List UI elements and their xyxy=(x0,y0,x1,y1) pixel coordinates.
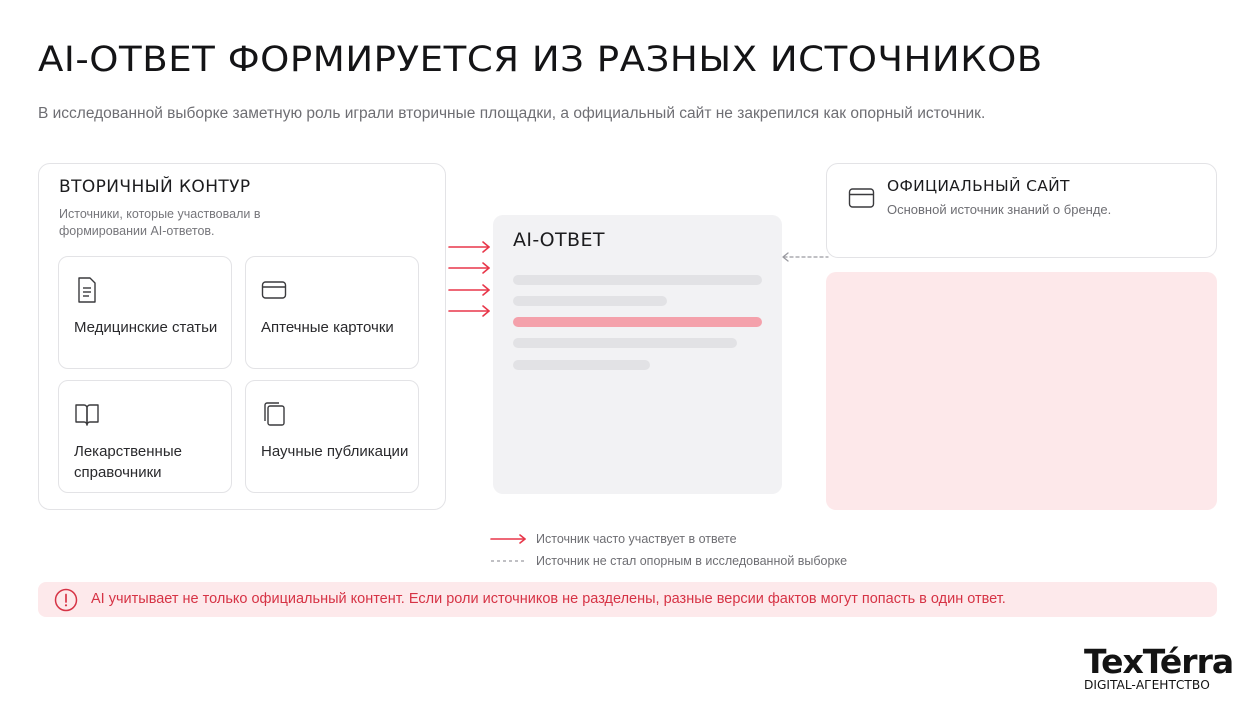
book-icon xyxy=(75,404,99,426)
legend-item-solid: Источник часто участвует в ответе xyxy=(490,528,847,550)
source-card-label: Лекарственные справочники xyxy=(74,443,182,481)
texterra-logo: TexTérra DIGITAL-АГЕНТСТВО xyxy=(1084,642,1244,693)
page-subtitle: В исследованной выборке заметную роль иг… xyxy=(38,105,986,122)
answer-line-placeholder xyxy=(513,296,667,306)
source-card-label: Медицинские статьи xyxy=(74,319,218,336)
copy-icon xyxy=(264,402,285,426)
official-site-gap-block xyxy=(826,272,1217,510)
answer-line-highlighted xyxy=(513,317,762,327)
answer-line-placeholder xyxy=(513,275,762,285)
logo-tagline: DIGITAL-АГЕНТСТВО xyxy=(1084,678,1210,692)
source-card-drug-references: Лекарственные справочники xyxy=(58,380,232,493)
page-title: AI-ОТВЕТ ФОРМИРУЕТСЯ ИЗ РАЗНЫХ ИСТОЧНИКО… xyxy=(38,40,1043,80)
legend-label: Источник часто участвует в ответе xyxy=(536,532,737,546)
secondary-contour-description: Источники, которые участвовали в формиро… xyxy=(59,207,261,238)
secondary-contour-title: ВТОРИЧНЫЙ КОНТУР xyxy=(59,177,251,197)
legend-label: Источник не стал опорным в исследованной… xyxy=(536,554,848,568)
official-site-title: ОФИЦИАЛЬНЫЙ САЙТ xyxy=(887,177,1070,195)
ai-answer-box: AI-ОТВЕТ xyxy=(493,215,782,494)
document-icon xyxy=(78,277,96,303)
dashed-line-icon xyxy=(491,560,525,562)
logo-wordmark: TexTérra xyxy=(1084,642,1234,681)
card-icon xyxy=(261,281,287,299)
source-card-medical-articles: Медицинские статьи xyxy=(58,256,232,369)
source-arrows xyxy=(448,241,490,317)
source-card-pharmacy-cards: Аптечные карточки xyxy=(245,256,419,369)
official-site-panel: ОФИЦИАЛЬНЫЙ САЙТ Основной источник знани… xyxy=(826,163,1217,258)
legend-item-dashed: Источник не стал опорным в исследованной… xyxy=(490,550,847,572)
answer-line-placeholder xyxy=(513,338,737,348)
source-card-scientific-publications: Научные публикации xyxy=(245,380,419,493)
legend: Источник часто участвует в ответе Источн… xyxy=(490,528,847,572)
browser-window-icon xyxy=(848,188,875,208)
official-site-description: Основной источник знаний о бренде. xyxy=(887,202,1112,217)
official-dashed-arrow xyxy=(782,252,829,262)
source-card-label: Научные публикации xyxy=(261,443,409,460)
warning-banner: AI учитывает не только официальный конте… xyxy=(38,582,1217,617)
solid-arrow-icon xyxy=(490,534,526,544)
answer-line-placeholder xyxy=(513,360,650,370)
exclamation-circle-icon xyxy=(54,588,78,612)
source-card-label: Аптечные карточки xyxy=(261,319,394,336)
secondary-contour-panel: ВТОРИЧНЫЙ КОНТУР Источники, которые учас… xyxy=(38,163,446,510)
ai-answer-title: AI-ОТВЕТ xyxy=(513,229,605,251)
warning-text: AI учитывает не только официальный конте… xyxy=(91,591,1006,607)
